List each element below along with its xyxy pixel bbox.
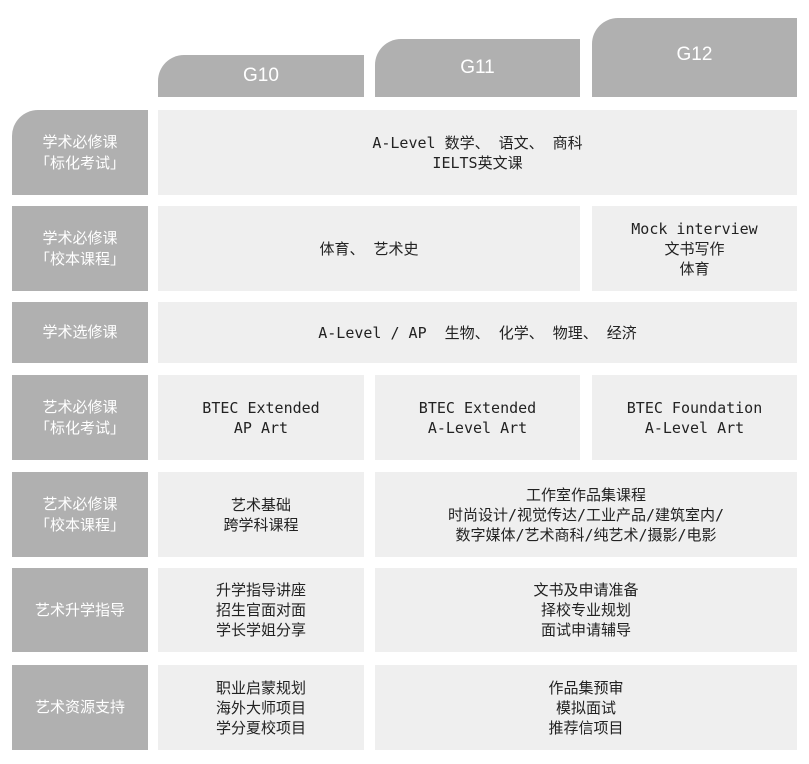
cell-line: 升学指导讲座 <box>215 581 306 599</box>
cell-line: 跨学科课程 <box>223 515 299 534</box>
cell-line: 作品集预审 <box>548 678 624 697</box>
row-label-line: 艺术升学指导 <box>34 600 125 619</box>
cell-line: 体育 <box>679 259 710 278</box>
cell-line: 时尚设计/视觉传达/工业产品/建筑室内/ <box>447 505 725 524</box>
row-label: 学术选修课 <box>12 302 148 363</box>
row-label-line: 艺术必修课 <box>42 397 118 416</box>
cell-line: IELTS英文课 <box>432 153 523 172</box>
row-label: 艺术必修课「校本课程」 <box>12 472 148 557</box>
cell-line: 推荐信项目 <box>548 718 624 737</box>
table-cell: A-Level / AP 生物、 化学、 物理、 经济 <box>158 302 797 363</box>
cell-line: A-Level Art <box>644 418 745 437</box>
cell-line: 模拟面试 <box>555 698 616 717</box>
cell-line: 招生官面对面 <box>215 601 306 619</box>
row-label-line: 学术必修课 <box>42 228 118 247</box>
row-label-line: 学术选修课 <box>42 323 118 341</box>
cell-line: BTEC Extended <box>202 398 320 417</box>
row-label: 学术必修课「校本课程」 <box>12 206 148 291</box>
row-label: 艺术资源支持 <box>12 665 148 750</box>
cell-line: 工作室作品集课程 <box>525 485 646 504</box>
cell-line: 职业启蒙规划 <box>215 678 306 697</box>
header-label: G10 <box>243 65 279 86</box>
cell-line: AP Art <box>233 418 289 437</box>
cell-line: 文书写作 <box>664 239 725 258</box>
row-label-line: 「标化考试」 <box>34 418 125 437</box>
header-label: G12 <box>676 43 713 65</box>
header-g11: G11 <box>375 39 580 97</box>
row-label: 学术必修课「标化考试」 <box>12 110 148 195</box>
table-cell: 艺术基础跨学科课程 <box>158 472 364 557</box>
cell-line: 学长学姐分享 <box>215 621 306 639</box>
cell-line: 择校专业规划 <box>540 601 631 619</box>
cell-line: 学分夏校项目 <box>215 718 306 737</box>
header-g12: G12 <box>592 18 797 97</box>
row-label-line: 「校本课程」 <box>34 249 125 268</box>
header-label: G11 <box>460 57 495 78</box>
cell-line: A-Level / AP 生物、 化学、 物理、 经济 <box>318 323 637 342</box>
cell-line: A-Level Art <box>427 418 528 437</box>
table-cell: 工作室作品集课程时尚设计/视觉传达/工业产品/建筑室内/数字媒体/艺术商科/纯艺… <box>375 472 797 557</box>
table-cell: 职业启蒙规划海外大师项目学分夏校项目 <box>158 665 364 750</box>
row-label-line: 「标化考试」 <box>34 153 125 172</box>
header-g10: G10 <box>158 55 364 97</box>
row-label-line: 「校本课程」 <box>34 515 125 534</box>
row-label-line: 艺术必修课 <box>42 494 118 513</box>
cell-line: 文书及申请准备 <box>533 581 639 599</box>
cell-line: BTEC Foundation <box>626 398 763 417</box>
row-label-line: 学术必修课 <box>42 132 118 151</box>
table-cell: 升学指导讲座招生官面对面学长学姐分享 <box>158 568 364 652</box>
cell-line: 海外大师项目 <box>215 698 306 717</box>
cell-line: Mock interview <box>631 219 758 238</box>
table-cell: 作品集预审模拟面试推荐信项目 <box>375 665 797 750</box>
cell-line: 面试申请辅导 <box>540 621 631 639</box>
table-cell: 体育、 艺术史 <box>158 206 580 291</box>
cell-line: A-Level 数学、 语文、 商科 <box>372 133 583 152</box>
cell-line: BTEC Extended <box>418 398 537 417</box>
row-label: 艺术升学指导 <box>12 568 148 652</box>
table-cell: 文书及申请准备择校专业规划面试申请辅导 <box>375 568 797 652</box>
cell-line: 体育、 艺术史 <box>319 239 419 258</box>
cell-line: 艺术基础 <box>230 495 291 514</box>
cell-line: 数字媒体/艺术商科/纯艺术/摄影/电影 <box>455 525 717 544</box>
row-label-line: 艺术资源支持 <box>34 698 125 716</box>
row-label: 艺术必修课「标化考试」 <box>12 375 148 460</box>
